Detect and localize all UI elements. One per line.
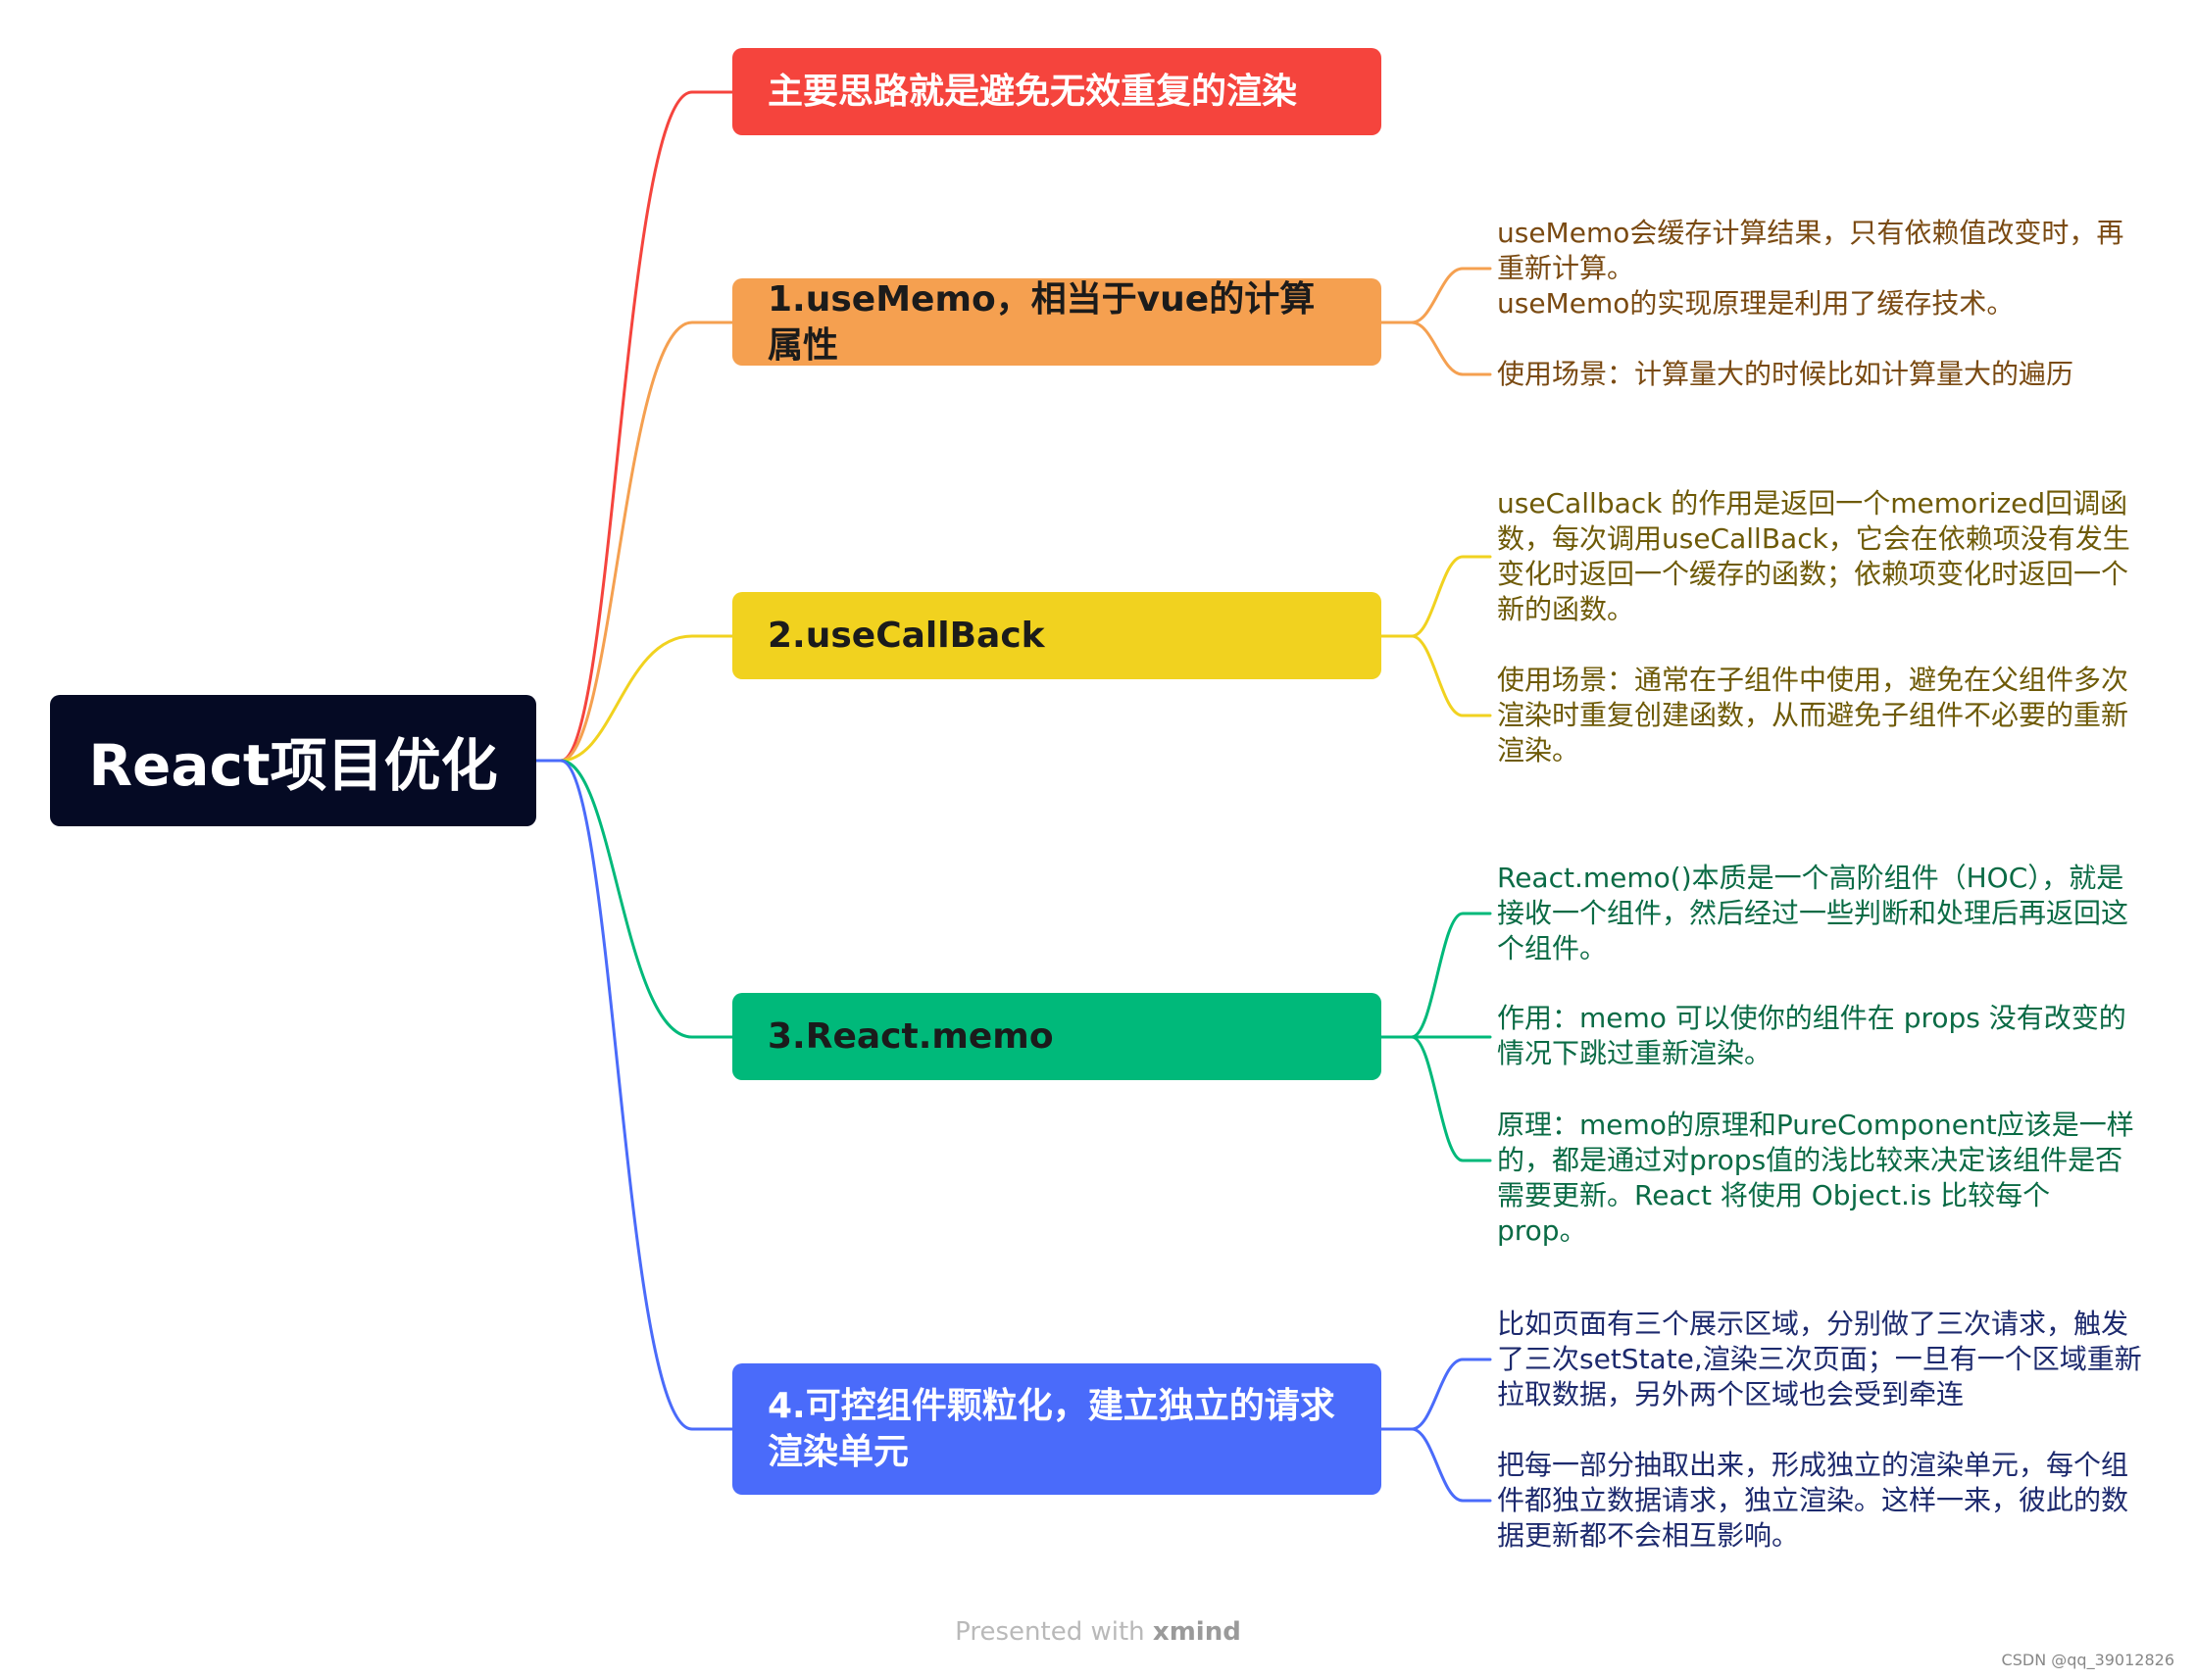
root-topic[interactable]: React项目优化 [50, 695, 536, 826]
root-topic-label: React项目优化 [88, 732, 498, 799]
topic-usecallback[interactable]: 2.useCallBack [732, 592, 1381, 679]
topic-usememo[interactable]: 1.useMemo，相当于vue的计算属性 [732, 278, 1381, 366]
presented-with-footer: Presented with xmind [0, 1617, 2196, 1647]
subtopic-note[interactable]: 使用场景：通常在子组件中使用，避免在父组件多次 渲染时重复创建函数，从而避免子组… [1497, 664, 2129, 766]
topic-react-memo[interactable]: 3.React.memo [732, 993, 1381, 1080]
topic-main-idea[interactable]: 主要思路就是避免无效重复的渲染 [732, 48, 1381, 135]
footer-prefix: Presented with [955, 1617, 1153, 1647]
subtopic-note[interactable]: 把每一部分抽取出来，形成独立的渲染单元，每个组 件都独立数据请求，独立渲染。这样… [1497, 1449, 2129, 1552]
topic-label: 3.React.memo [768, 1016, 1054, 1057]
connector-topic-1-note-1 [1379, 321, 1492, 376]
topic-label: 主要思路就是避免无效重复的渲染 [768, 72, 1298, 112]
connector-topic-3-note-0 [1379, 912, 1492, 1039]
csdn-watermark: CSDN @qq_39012826 [2001, 1651, 2174, 1669]
subtopic-note[interactable]: 原理：memo的原理和PureComponent应该是一样 的，都是通过对pro… [1497, 1109, 2134, 1247]
connector-topic-3-note-2 [1379, 1035, 1492, 1162]
connector-topic-4-note-1 [1379, 1427, 1492, 1503]
subtopic-note[interactable]: 使用场景：计算量大的时候比如计算量大的遍历 [1497, 358, 2074, 390]
subtopic-note[interactable]: 比如页面有三个展示区域，分别做了三次请求，触发 了三次setState,渲染三次… [1497, 1308, 2142, 1410]
connector-topic-2-note-1 [1379, 634, 1492, 717]
connector-topic-1-note-0 [1379, 267, 1492, 324]
topic-label: 4.可控组件颗粒化，建立独立的请求 渲染单元 [768, 1386, 1335, 1472]
subtopic-note[interactable]: 作用：memo 可以使你的组件在 props 没有改变的 情况下跳过重新渲染。 [1497, 1002, 2126, 1069]
connector-root-topic-2 [535, 634, 734, 763]
topic-label: 1.useMemo，相当于vue的计算属性 [768, 278, 1316, 366]
subtopic-note[interactable]: React.memo()本质是一个高阶组件（HOC），就是 接收一个组件，然后经… [1497, 862, 2129, 964]
topic-component-granularity[interactable]: 4.可控组件颗粒化，建立独立的请求 渲染单元 [732, 1363, 1381, 1495]
subtopic-note[interactable]: useCallback 的作用是返回一个memorized回调函 数，每次调用u… [1497, 487, 2130, 625]
subtopic-note[interactable]: useMemo会缓存计算结果，只有依赖值改变时，再 重新计算。 useMemo的… [1497, 217, 2124, 320]
connector-root-topic-1 [535, 321, 734, 763]
connector-root-topic-0 [535, 90, 734, 763]
connector-topic-4-note-0 [1379, 1358, 1492, 1431]
xmind-logo-text: xmind [1152, 1617, 1241, 1647]
topic-label: 2.useCallBack [768, 616, 1045, 656]
connector-root-topic-4 [535, 759, 734, 1431]
connector-root-topic-3 [535, 759, 734, 1039]
connector-topic-2-note-0 [1379, 555, 1492, 638]
